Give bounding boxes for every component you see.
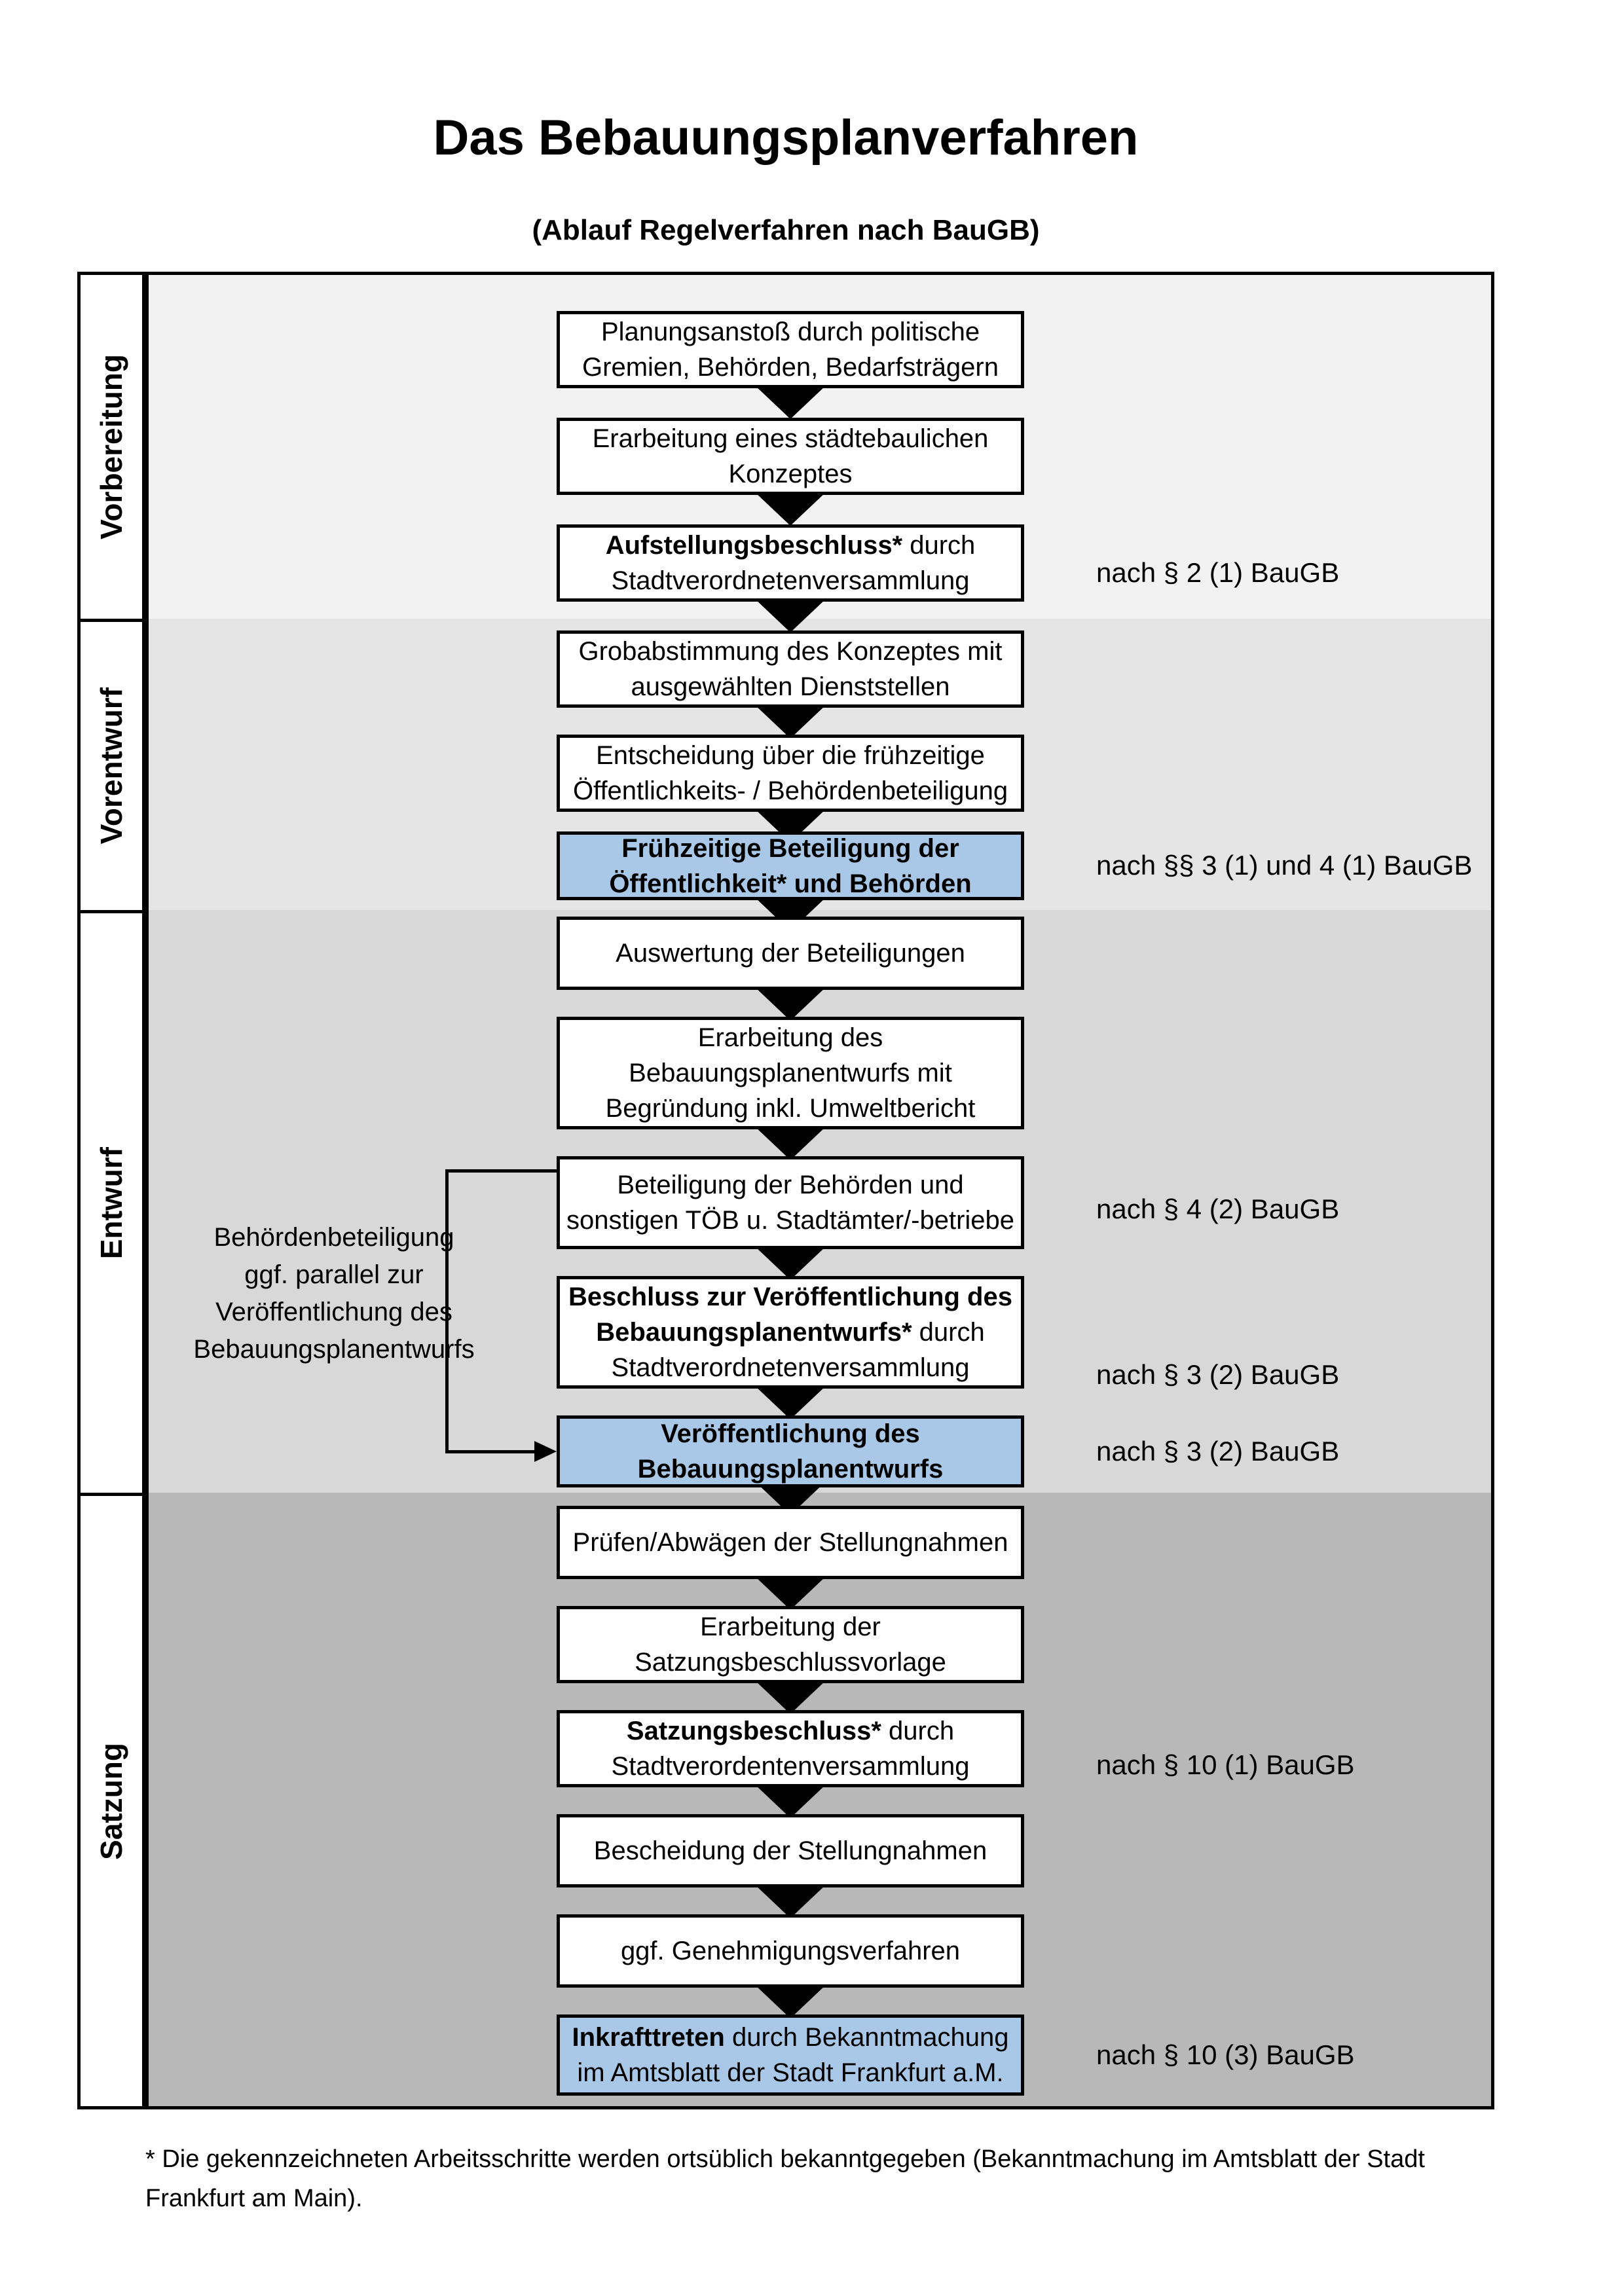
step-text-bold: Satzungsbeschluss* — [626, 1717, 881, 1745]
flow-step-satzungsvorlage: Erarbeitung der Satzungsbeschlussvorlage — [557, 1606, 1024, 1683]
flow-step-konzept-erarbeitung: Erarbeitung eines städtebaulichen Konzep… — [557, 418, 1024, 495]
flow-arrow-down-icon — [754, 1576, 826, 1610]
step-text: Bebauungsplanentwurfs mit — [629, 1059, 952, 1087]
flow-step-satzungsbeschluss: Satzungsbeschluss* durch Stadtverordente… — [557, 1710, 1024, 1787]
step-text: Erarbeitung des — [697, 1023, 883, 1052]
footnote: * Die gekennzeichneten Arbeitsschritte w… — [145, 2145, 1425, 2212]
flow-arrow-down-icon — [754, 1884, 826, 1918]
step-text: Satzungsbeschlussvorlage — [635, 1648, 946, 1677]
step-text-bold: Aufstellungsbeschluss* — [605, 531, 903, 560]
step-text: Grobabstimmung des Konzeptes mit — [578, 637, 1003, 666]
step-text: ggf. Genehmigungsverfahren — [620, 1937, 961, 1965]
step-text-bold: Bebauungsplanentwurfs — [637, 1455, 944, 1484]
flow-step-fruehzeitige-beteiligung: Frühzeitige Beteiligung der Öffentlichke… — [557, 831, 1024, 900]
legal-reference: nach § 3 (2) BauGB — [1096, 1359, 1340, 1390]
step-text: Gremien, Behörden, Bedarfsträgern — [582, 353, 999, 382]
step-text-bold: Beschluss zur Veröffentlichung des — [568, 1283, 1012, 1311]
page-subtitle: (Ablauf Regelverfahren nach BauGB) — [532, 214, 1040, 246]
flow-arrow-down-icon — [754, 385, 826, 419]
flow-step-entwurf-erarbeitung: Erarbeitung des Bebauungsplanentwurfs mi… — [557, 1017, 1024, 1129]
phase-cell-entwurf: Entwurf — [77, 910, 145, 1496]
flow-step-pruefen-abwaegen: Prüfen/Abwägen der Stellungnahmen — [557, 1506, 1024, 1579]
step-text: ausgewählten Dienststellen — [631, 672, 950, 701]
legal-reference: nach §§ 3 (1) und 4 (1) BauGB — [1096, 850, 1473, 881]
legal-reference: nach § 4 (2) BauGB — [1096, 1194, 1340, 1224]
step-text: Beteiligung der Behörden und — [617, 1171, 964, 1199]
step-text: durch — [912, 1318, 985, 1347]
flow-arrow-down-icon — [754, 1126, 826, 1160]
phase-label-entwurf: Entwurf — [94, 1146, 128, 1260]
parallel-connector-bottom-line — [445, 1450, 537, 1453]
phase-label-vorbereitung: Vorbereitung — [94, 354, 128, 539]
step-text: Auswertung der Beteiligungen — [616, 939, 965, 968]
legal-reference: nach § 10 (3) BauGB — [1096, 2039, 1355, 2070]
legal-reference: nach § 10 (1) BauGB — [1096, 1749, 1355, 1780]
flow-arrow-down-icon — [754, 1680, 826, 1714]
step-text: durch — [881, 1717, 955, 1745]
flow-step-behoerdenbeteiligung: Beteiligung der Behörden und sonstigen T… — [557, 1156, 1024, 1249]
flow-step-genehmigungsverfahren: ggf. Genehmigungsverfahren — [557, 1914, 1024, 1988]
legal-reference: nach § 3 (2) BauGB — [1096, 1436, 1340, 1467]
phase-label-satzung: Satzung — [94, 1742, 128, 1860]
flow-arrow-down-icon — [754, 1246, 826, 1280]
step-text: Planungsanstoß durch politische — [600, 318, 980, 346]
step-text-bold: Bebauungsplanentwurfs* — [596, 1318, 912, 1347]
phase-cell-vorentwurf: Vorentwurf — [77, 619, 145, 913]
step-text: Öffentlichkeits- / Behördenbeteiligung — [572, 776, 1008, 805]
step-text: Stadtverordnetenversammlung — [611, 1353, 970, 1382]
flow-step-planungsanstoss: Planungsanstoß durch politische Gremien,… — [557, 311, 1024, 388]
flow-step-entscheidung-beteiligung: Entscheidung über die frühzeitige Öffent… — [557, 735, 1024, 812]
flow-step-grobabstimmung: Grobabstimmung des Konzeptes mit ausgewä… — [557, 630, 1024, 708]
parallel-connector-arrowhead-icon — [534, 1441, 557, 1462]
phase-cell-vorbereitung: Vorbereitung — [77, 272, 145, 622]
step-text: Erarbeitung eines städtebaulichen — [592, 424, 989, 453]
flow-step-aufstellungsbeschluss: Aufstellungsbeschluss* durch Stadtverord… — [557, 524, 1024, 602]
flow-arrow-down-icon — [754, 598, 826, 632]
flow-arrow-down-icon — [754, 704, 826, 738]
step-text: Stadtverordnetenversammlung — [611, 566, 970, 595]
phase-label-vorentwurf: Vorentwurf — [94, 687, 128, 845]
step-text: Stadtverordentenversammlung — [611, 1752, 970, 1781]
step-text: Erarbeitung der — [700, 1613, 881, 1641]
parallel-connector-top-line — [445, 1169, 557, 1173]
step-text: Begründung inkl. Umweltbericht — [605, 1094, 976, 1123]
parallel-connector-vertical-line — [445, 1169, 449, 1453]
step-text-bold: Öffentlichkeit* und Behörden — [609, 869, 972, 898]
step-text-bold: Inkrafttreten — [572, 2023, 725, 2052]
flow-step-veroeffentlichung: Veröffentlichung des Bebauungsplanentwur… — [557, 1415, 1024, 1487]
step-text: durch — [902, 531, 976, 560]
step-text: im Amtsblatt der Stadt Frankfurt a.M. — [577, 2058, 1004, 2087]
flow-step-bescheidung: Bescheidung der Stellungnahmen — [557, 1814, 1024, 1887]
flow-arrow-down-icon — [754, 1385, 826, 1419]
flow-step-inkrafttreten: Inkrafttreten durch Bekanntmachung im Am… — [557, 2014, 1024, 2096]
step-text: sonstigen TÖB u. Stadtämter/-betriebe — [566, 1206, 1015, 1235]
flow-arrow-down-icon — [754, 1984, 826, 2018]
flow-step-auswertung: Auswertung der Beteiligungen — [557, 917, 1024, 990]
page-title: Das Bebauungsplanverfahren — [433, 110, 1139, 166]
phase-cell-satzung: Satzung — [77, 1493, 145, 2109]
flow-step-veroeffentlichungsbeschluss: Beschluss zur Veröffentlichung des Bebau… — [557, 1276, 1024, 1389]
flow-arrow-down-icon — [754, 492, 826, 526]
step-text: durch Bekanntmachung — [724, 2023, 1009, 2052]
step-text: Bescheidung der Stellungnahmen — [593, 1836, 987, 1865]
flow-arrow-down-icon — [754, 987, 826, 1021]
flow-arrow-down-icon — [754, 1784, 826, 1818]
step-text: Konzeptes — [728, 460, 853, 488]
step-text: Entscheidung über die frühzeitige — [596, 741, 985, 770]
step-text-bold: Frühzeitige Beteiligung der — [621, 833, 959, 863]
legal-reference: nach § 2 (1) BauGB — [1096, 557, 1340, 588]
step-text: Prüfen/Abwägen der Stellungnahmen — [572, 1528, 1008, 1557]
step-text-bold: Veröffentlichung des — [661, 1419, 920, 1448]
parallel-procedure-note: Behördenbeteiligung ggf. parallel zur Ve… — [193, 1223, 475, 1364]
